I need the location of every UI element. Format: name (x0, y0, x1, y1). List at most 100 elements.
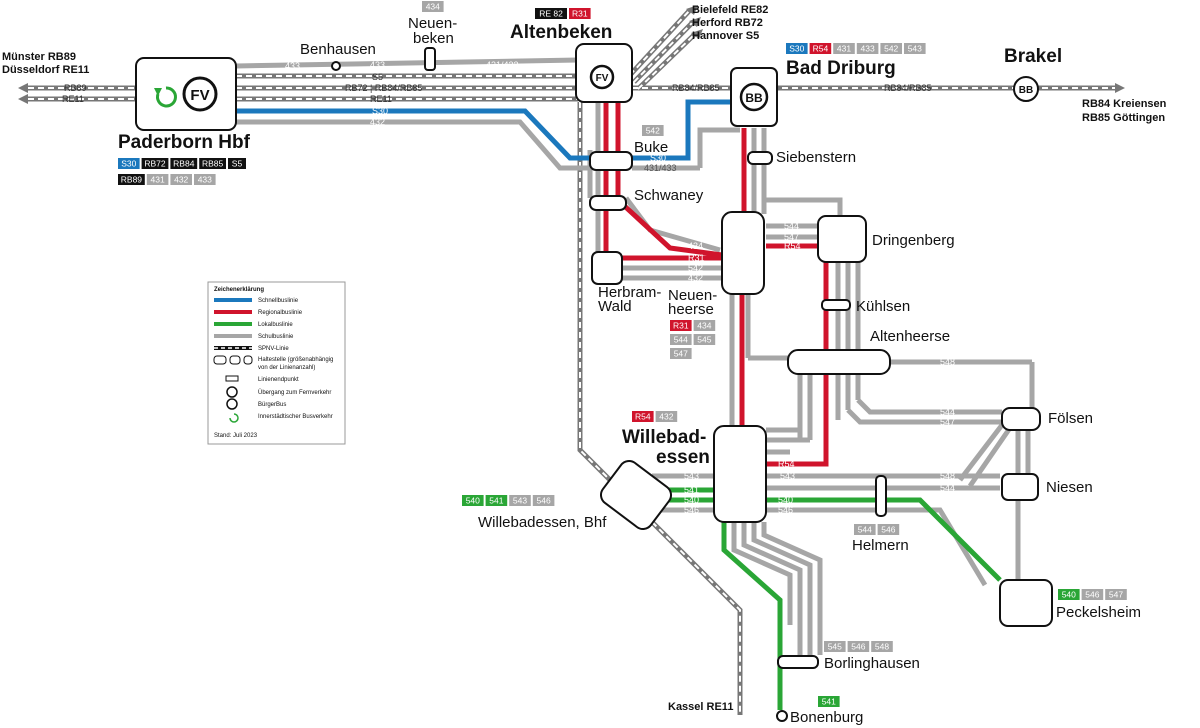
line-badge-label: 542 (646, 126, 660, 136)
station-benhausen[interactable] (331, 61, 341, 71)
station-brakel[interactable] (1013, 76, 1039, 102)
track-label: RE11 (370, 94, 392, 104)
line-badge (146, 174, 169, 185)
station-name: Schwaney (634, 187, 704, 204)
station-name: Altenbeken (510, 22, 612, 43)
station-kuehlsen[interactable] (821, 299, 851, 311)
legend-item: Lokalbuslinie (258, 322, 293, 328)
line-badge-label: 546 (851, 642, 865, 652)
track-label: 432 (688, 273, 703, 283)
legend-item: von der Linienanzahl) (258, 365, 315, 371)
line-badge-label: 432 (174, 175, 188, 185)
line-badge (854, 524, 876, 535)
station-name: Willebadessen, Bhf (478, 514, 607, 531)
line-badge (670, 348, 692, 359)
track-label: 546 (684, 505, 699, 515)
station-niesen[interactable] (1001, 473, 1039, 501)
legend-item: Innerstädtischer Busverkehr (258, 414, 333, 420)
line-badge (194, 174, 216, 185)
line-badge-label: 431 (837, 44, 851, 54)
legend-title: Zeichenerklärung (214, 287, 264, 293)
station-peckelsheim[interactable] (999, 579, 1053, 627)
station-buke[interactable] (589, 151, 633, 171)
legend-item: Linienendpunkt (258, 377, 299, 383)
svg-text:FV: FV (190, 87, 209, 104)
station-name: Siebenstern (776, 149, 856, 166)
line-badge-label: 545 (697, 335, 711, 345)
svg-text:BB: BB (745, 91, 763, 105)
line-badge-label: 432 (659, 412, 673, 422)
station-dringenberg[interactable] (817, 215, 867, 263)
line-badge (199, 158, 226, 169)
track-label: 431/433 (486, 60, 519, 70)
track-label: R54 (784, 241, 801, 251)
legend-item: Schnellbuslinie (258, 298, 299, 304)
line-badge (670, 334, 692, 345)
track-label: RB89 (64, 83, 87, 93)
legend-item: Haltestelle (größenabhängig (258, 357, 333, 363)
line-badge-label: 546 (881, 525, 895, 535)
fast-bus-lines (236, 99, 740, 161)
edge-labels: Münster RB89 Düsseldorf RE11 Bielefeld R… (2, 4, 1167, 713)
station-name: Kühlsen (856, 298, 910, 315)
school-bus-lines (235, 57, 1035, 655)
station-siebenstern[interactable] (747, 151, 773, 165)
station-neuenheerse[interactable] (721, 211, 765, 295)
station-bonenburg[interactable] (776, 710, 788, 722)
station-name: Brakel (1004, 46, 1062, 67)
fv-icon: FV (182, 76, 218, 112)
track-label: 434 (500, 50, 515, 60)
line-badge-label: 431 (151, 175, 165, 185)
track-label: 433 (285, 61, 300, 71)
station-helmern[interactable] (875, 475, 887, 517)
line-badge (228, 158, 246, 169)
track-label: 434 (688, 241, 703, 251)
track-label: 540 (684, 495, 699, 505)
line-badge-label: 547 (1109, 590, 1123, 600)
station-altenheerse[interactable] (787, 349, 891, 375)
line-badge-label: 540 (466, 496, 480, 506)
station-name: essen (656, 447, 710, 468)
station-willebadessen[interactable] (713, 425, 767, 523)
station-name: Paderborn Hbf (118, 132, 251, 153)
line-badge-label: 540 (1062, 590, 1076, 600)
station-borlinghausen[interactable] (777, 655, 819, 669)
line-badge-label: 433 (198, 175, 212, 185)
line-badge-label: 434 (697, 321, 711, 331)
station-herbram[interactable] (591, 251, 623, 285)
line-badge (809, 43, 832, 54)
station-name: Herbram- (598, 284, 661, 301)
line-badge-label: 546 (1085, 590, 1099, 600)
line-badge (847, 641, 870, 652)
legend-date: Stand: Juli 2023 (214, 433, 258, 439)
line-badge (880, 43, 902, 54)
station-bhf[interactable] (597, 457, 675, 533)
line-badge-label: 548 (875, 642, 889, 652)
track-label: 547 (784, 232, 799, 242)
line-badge-label: 543 (513, 496, 527, 506)
line-badge (904, 43, 926, 54)
line-badge (693, 320, 716, 331)
track-label: 432 (370, 117, 385, 127)
line-badge-label: 544 (674, 335, 688, 345)
edge-label: Kassel RE11 (668, 701, 733, 713)
line-badge (1081, 589, 1104, 600)
svg-text:FV: FV (596, 73, 609, 84)
station-labels: Paderborn Hbf Altenbeken Bad Driburg Bra… (118, 15, 1141, 726)
line-badge (118, 158, 140, 169)
track-label: S30 (650, 153, 666, 163)
station-neuenbeken[interactable] (424, 47, 436, 71)
track-label: 543 (684, 471, 699, 481)
track-label: R31 (688, 253, 705, 263)
track-label: S30 (372, 106, 388, 116)
station-foelsen[interactable] (1001, 407, 1041, 431)
station-name: Helmern (852, 537, 909, 554)
station-name: Peckelsheim (1056, 604, 1141, 621)
line-badge (422, 1, 444, 12)
station-schwaney[interactable] (589, 195, 627, 211)
edge-label: Bielefeld RE82 (692, 4, 768, 16)
station-name: Neuen- (668, 287, 717, 304)
station-name: Borlinghausen (824, 655, 920, 672)
station-name: Fölsen (1048, 410, 1093, 427)
bb-icon: BB (1019, 85, 1033, 96)
